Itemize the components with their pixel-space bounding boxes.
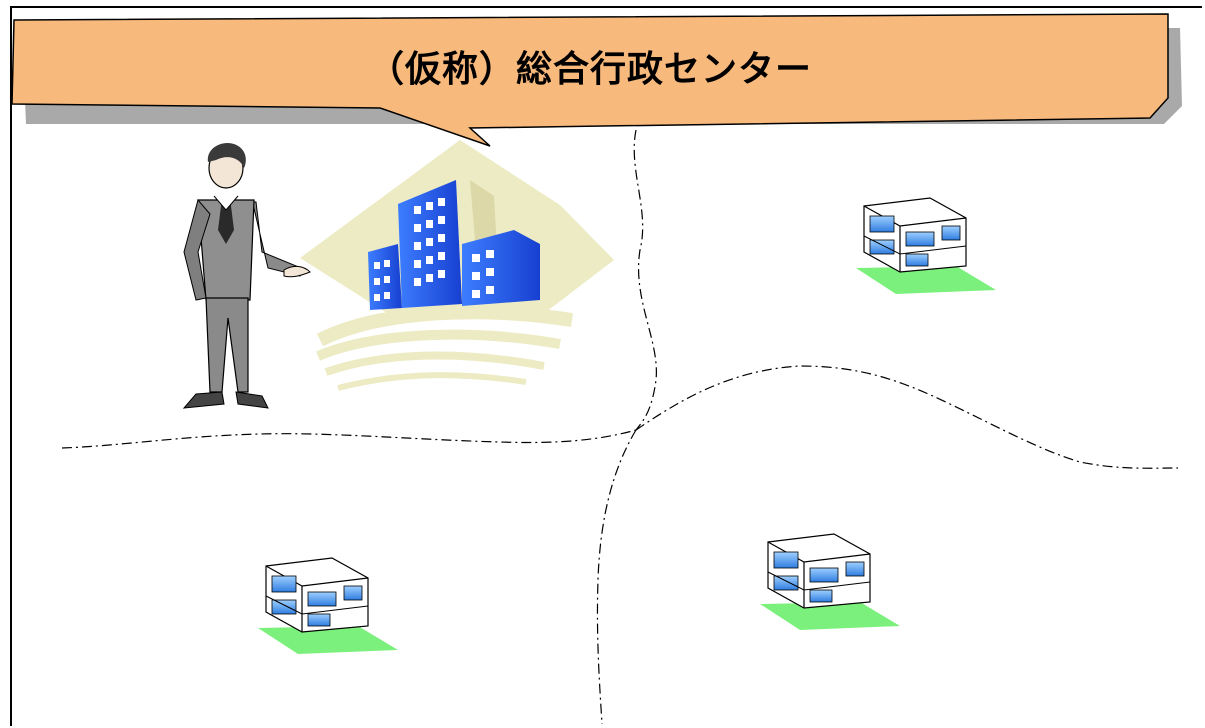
callout-bubble bbox=[11, 13, 1169, 147]
boundary-line-south bbox=[596, 429, 637, 725]
office-tower-icon bbox=[300, 140, 614, 391]
boundary-line-north bbox=[633, 129, 657, 431]
diagram-frame bbox=[10, 6, 1202, 726]
boundary-line-west bbox=[61, 429, 637, 449]
businessman-presenting-icon bbox=[182, 142, 311, 409]
callout-title: （仮称）総合行政センター bbox=[367, 49, 812, 90]
boundary-line-east bbox=[635, 365, 1179, 469]
district-boundaries bbox=[61, 129, 1179, 725]
branch-office-southeast bbox=[760, 533, 900, 630]
branch-office-northeast bbox=[856, 197, 996, 294]
branch-office-southwest bbox=[258, 557, 398, 654]
